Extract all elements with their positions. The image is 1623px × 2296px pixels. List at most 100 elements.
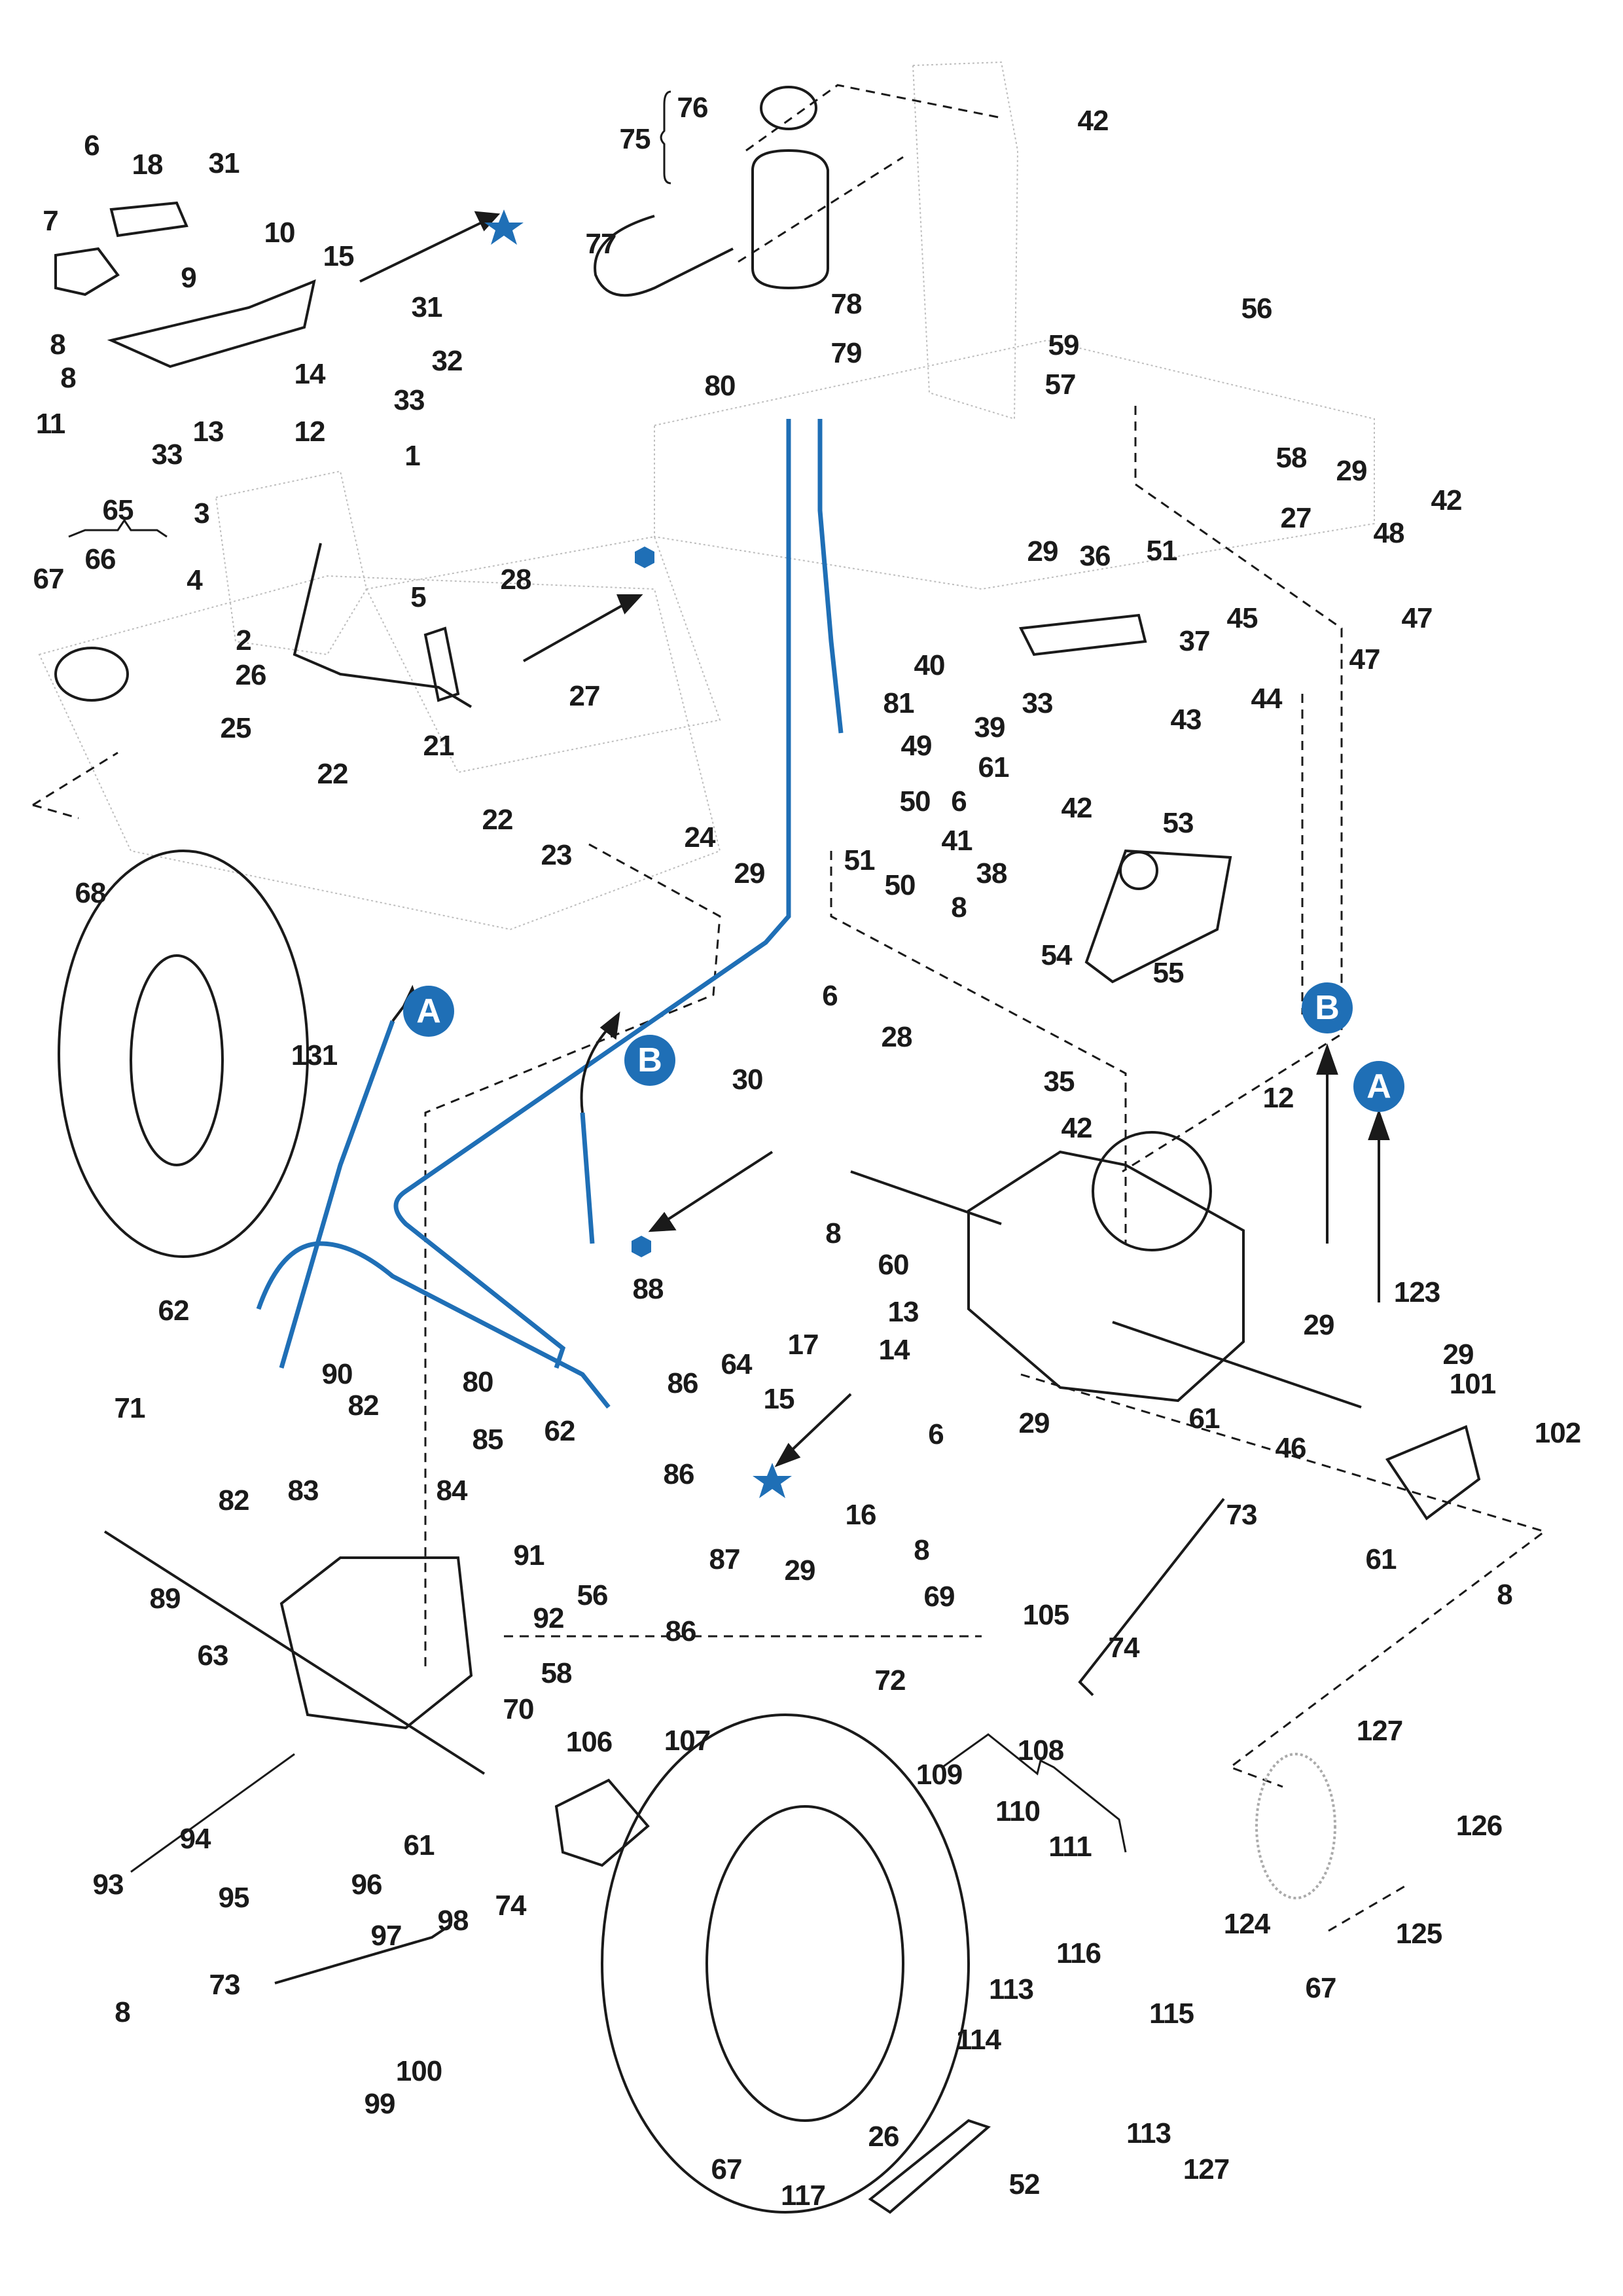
part-label-74[interactable]: 74 <box>1108 1632 1140 1664</box>
part-label-13[interactable]: 13 <box>887 1296 919 1328</box>
part-label-27[interactable]: 27 <box>1280 502 1312 534</box>
part-label-10[interactable]: 10 <box>264 217 296 249</box>
part-label-91[interactable]: 91 <box>513 1539 545 1571</box>
part-label-90[interactable]: 90 <box>321 1358 353 1390</box>
part-label-21[interactable]: 21 <box>423 730 455 762</box>
part-label-56[interactable]: 56 <box>577 1579 609 1611</box>
part-label-102[interactable]: 102 <box>1534 1417 1581 1449</box>
part-label-11[interactable]: 11 <box>35 408 66 440</box>
part-label-65[interactable]: 65 <box>102 494 134 526</box>
part-label-72[interactable]: 72 <box>874 1664 906 1696</box>
part-label-8[interactable]: 8 <box>1497 1579 1513 1611</box>
part-label-5[interactable]: 5 <box>410 581 427 613</box>
part-label-31[interactable]: 31 <box>411 291 443 323</box>
part-label-46[interactable]: 46 <box>1275 1432 1307 1464</box>
part-label-14[interactable]: 14 <box>878 1334 910 1366</box>
part-label-68[interactable]: 68 <box>75 877 107 909</box>
part-label-3[interactable]: 3 <box>194 497 210 529</box>
part-label-15[interactable]: 15 <box>763 1383 795 1415</box>
part-label-67[interactable]: 67 <box>711 2153 743 2185</box>
part-label-74[interactable]: 74 <box>495 1890 527 1922</box>
part-label-61[interactable]: 61 <box>978 751 1010 783</box>
part-label-29[interactable]: 29 <box>784 1554 816 1587</box>
part-label-55[interactable]: 55 <box>1152 957 1185 989</box>
part-label-4[interactable]: 4 <box>187 564 203 596</box>
part-label-131[interactable]: 131 <box>291 1039 338 1071</box>
part-label-113[interactable]: 113 <box>989 1973 1034 2005</box>
part-label-22[interactable]: 22 <box>317 758 349 790</box>
part-label-15[interactable]: 15 <box>323 240 355 272</box>
part-label-25[interactable]: 25 <box>220 712 252 744</box>
part-label-58[interactable]: 58 <box>1275 442 1308 474</box>
part-label-33[interactable]: 33 <box>393 384 425 416</box>
part-label-63[interactable]: 63 <box>197 1640 229 1672</box>
part-label-26[interactable]: 26 <box>868 2121 900 2153</box>
part-label-48[interactable]: 48 <box>1373 517 1405 549</box>
part-label-113[interactable]: 113 <box>1126 2117 1171 2149</box>
part-label-51[interactable]: 51 <box>844 844 876 876</box>
part-label-23[interactable]: 23 <box>541 839 573 871</box>
part-label-115[interactable]: 115 <box>1149 1998 1194 2030</box>
part-label-107[interactable]: 107 <box>664 1725 711 1757</box>
part-label-51[interactable]: 51 <box>1146 535 1178 567</box>
part-label-29[interactable]: 29 <box>1336 455 1368 487</box>
part-label-42[interactable]: 42 <box>1431 484 1463 516</box>
part-label-33[interactable]: 33 <box>151 439 183 471</box>
part-label-88[interactable]: 88 <box>632 1273 664 1305</box>
part-label-35[interactable]: 35 <box>1043 1066 1075 1098</box>
part-label-86[interactable]: 86 <box>663 1458 695 1490</box>
part-label-101[interactable]: 101 <box>1449 1368 1496 1400</box>
part-label-8[interactable]: 8 <box>50 329 66 361</box>
part-label-29[interactable]: 29 <box>734 857 766 889</box>
part-label-59[interactable]: 59 <box>1048 329 1080 361</box>
part-label-89[interactable]: 89 <box>149 1583 181 1615</box>
part-label-56[interactable]: 56 <box>1241 293 1273 325</box>
part-label-24[interactable]: 24 <box>684 821 716 853</box>
part-label-80[interactable]: 80 <box>462 1366 494 1398</box>
part-label-66[interactable]: 66 <box>84 543 116 575</box>
part-label-73[interactable]: 73 <box>1226 1499 1258 1531</box>
part-label-29[interactable]: 29 <box>1442 1338 1474 1371</box>
part-label-49[interactable]: 49 <box>901 730 933 762</box>
part-label-8[interactable]: 8 <box>825 1217 842 1249</box>
part-label-36[interactable]: 36 <box>1079 540 1111 572</box>
part-label-40[interactable]: 40 <box>914 649 946 681</box>
part-label-82[interactable]: 82 <box>218 1484 250 1516</box>
part-label-6[interactable]: 6 <box>822 980 838 1012</box>
part-label-52[interactable]: 52 <box>1008 2168 1041 2200</box>
part-label-12[interactable]: 12 <box>294 416 326 448</box>
part-label-85[interactable]: 85 <box>472 1424 504 1456</box>
part-label-97[interactable]: 97 <box>370 1920 402 1952</box>
part-label-42[interactable]: 42 <box>1061 1112 1093 1144</box>
part-label-61[interactable]: 61 <box>1188 1403 1221 1435</box>
part-label-33[interactable]: 33 <box>1022 687 1054 719</box>
part-label-17[interactable]: 17 <box>787 1329 819 1361</box>
part-label-16[interactable]: 16 <box>845 1499 877 1531</box>
part-label-45[interactable]: 45 <box>1226 602 1258 634</box>
part-label-39[interactable]: 39 <box>974 711 1006 744</box>
part-label-7[interactable]: 7 <box>43 205 59 237</box>
part-label-95[interactable]: 95 <box>218 1882 250 1914</box>
part-label-27[interactable]: 27 <box>569 680 601 712</box>
part-label-108[interactable]: 108 <box>1017 1734 1064 1767</box>
part-label-41[interactable]: 41 <box>941 825 973 857</box>
part-label-60[interactable]: 60 <box>878 1249 910 1281</box>
part-label-6[interactable]: 6 <box>928 1418 944 1450</box>
part-label-92[interactable]: 92 <box>533 1602 565 1634</box>
part-label-67[interactable]: 67 <box>33 563 65 595</box>
part-label-8[interactable]: 8 <box>60 362 77 394</box>
part-label-61[interactable]: 61 <box>403 1829 435 1861</box>
part-label-14[interactable]: 14 <box>294 358 326 390</box>
part-label-99[interactable]: 99 <box>364 2088 396 2120</box>
part-label-47[interactable]: 47 <box>1349 643 1381 675</box>
part-label-44[interactable]: 44 <box>1251 683 1283 715</box>
part-label-38[interactable]: 38 <box>976 857 1008 889</box>
part-label-116[interactable]: 116 <box>1056 1937 1101 1969</box>
part-label-124[interactable]: 124 <box>1223 1908 1270 1940</box>
part-label-79[interactable]: 79 <box>830 337 863 369</box>
part-label-8[interactable]: 8 <box>951 891 967 924</box>
part-label-29[interactable]: 29 <box>1303 1309 1335 1341</box>
part-label-86[interactable]: 86 <box>667 1367 699 1399</box>
part-label-110[interactable]: 110 <box>995 1795 1041 1827</box>
part-label-105[interactable]: 105 <box>1022 1599 1069 1631</box>
